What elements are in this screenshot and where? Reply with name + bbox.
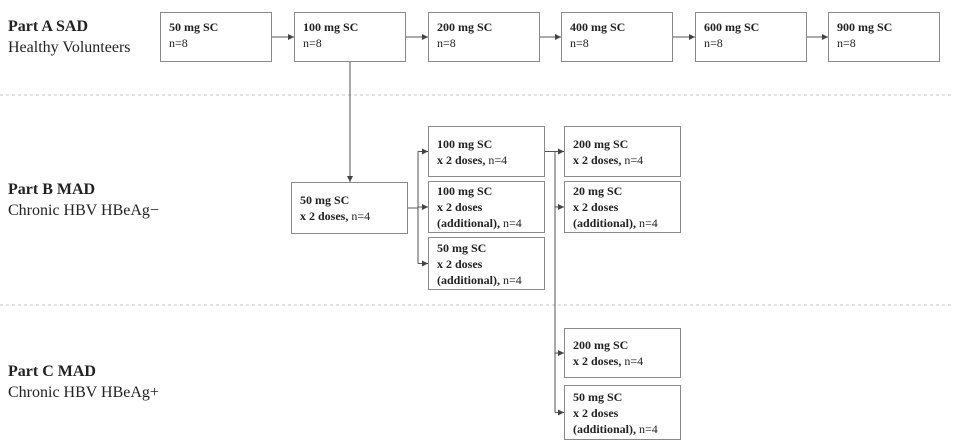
part-a-box-3: 200 mg SC n=8 [428,12,540,62]
dose-label: 100 mg SC [437,136,493,151]
dose-label: 50 mg SC [573,389,623,404]
n-label: n=4 [624,152,644,167]
dose-label: 50 mg SC [437,240,487,255]
part-b-subtitle: Chronic HBV HBeAg− [8,202,159,219]
part-b-column-2-box-1: 200 mg SC x 2 doses, n=4 [564,126,681,177]
part-b-title: Part B MAD [8,181,96,198]
part-c-title: Part C MAD [8,363,96,380]
part-b-column-1-box-2: 100 mg SC x 2 doses (additional), n=4 [428,181,545,233]
dose-label: 50 mg SC [169,20,219,34]
dose-label: 50 mg SC [300,193,350,207]
n-label: n=4 [488,152,508,167]
dose-label: 400 mg SC [570,20,626,34]
regimen-label: x 2 doses [573,200,619,214]
dose-label: 600 mg SC [704,20,760,34]
n-label: n=4 [503,216,522,230]
regimen-label: x 2 doses [573,405,619,420]
part-c-box-1: 200 mg SC x 2 doses, n=4 [564,328,681,378]
dose-label: 100 mg SC [303,20,359,34]
part-a-title: Part A SAD [8,18,88,35]
part-b-label: Part B MAD Chronic HBV HBeAg− [8,179,159,221]
n-label: n=4 [639,216,658,230]
dose-label: 200 mg SC [437,20,493,34]
n-label: n=4 [351,209,371,223]
dose-label: 200 mg SC [573,338,629,352]
n-label: n=4 [639,421,658,436]
regimen-label: x 2 doses [437,256,483,271]
n-label: n=8 [303,36,322,50]
additional-label: (additional), [573,421,637,436]
part-b-column-2-box-2: 20 mg SC x 2 doses (additional), n=4 [564,181,681,233]
regimen-label: x 2 doses, [300,209,349,223]
regimen-label: x 2 doses, [573,152,622,167]
part-a-box-4: 400 mg SC n=8 [561,12,673,62]
part-a-box-1: 50 mg SC n=8 [160,12,272,62]
dose-label: 20 mg SC [573,184,623,198]
n-label: n=4 [503,272,522,287]
part-a-box-5: 600 mg SC n=8 [695,12,807,62]
part-c-label: Part C MAD Chronic HBV HBeAg+ [8,361,159,403]
n-label: n=4 [624,354,644,368]
part-b-column-1-box-3: 50 mg SC x 2 doses (additional), n=4 [428,237,545,290]
part-c-box-2: 50 mg SC x 2 doses (additional), n=4 [564,385,681,440]
additional-label: (additional), [437,272,501,287]
n-label: n=8 [169,36,188,50]
regimen-label: x 2 doses, [437,152,486,167]
dose-label: 200 mg SC [573,136,629,151]
part-c-subtitle: Chronic HBV HBeAg+ [8,384,159,401]
regimen-label: x 2 doses [437,200,483,214]
part-b-start-box: 50 mg SC x 2 doses, n=4 [291,182,408,234]
n-label: n=8 [704,36,723,50]
additional-label: (additional), [437,216,501,230]
part-a-box-6: 900 mg SC n=8 [828,12,940,62]
part-b-column-1-box-1: 100 mg SC x 2 doses, n=4 [428,126,545,177]
n-label: n=8 [570,36,589,50]
part-a-box-2: 100 mg SC n=8 [294,12,406,62]
dose-label: 900 mg SC [837,20,893,34]
n-label: n=8 [437,36,456,50]
additional-label: (additional), [573,216,637,230]
n-label: n=8 [837,36,856,50]
regimen-label: x 2 doses, [573,354,622,368]
part-a-label: Part A SAD Healthy Volunteers [8,16,131,58]
part-a-subtitle: Healthy Volunteers [8,39,131,56]
dose-label: 100 mg SC [437,184,493,198]
